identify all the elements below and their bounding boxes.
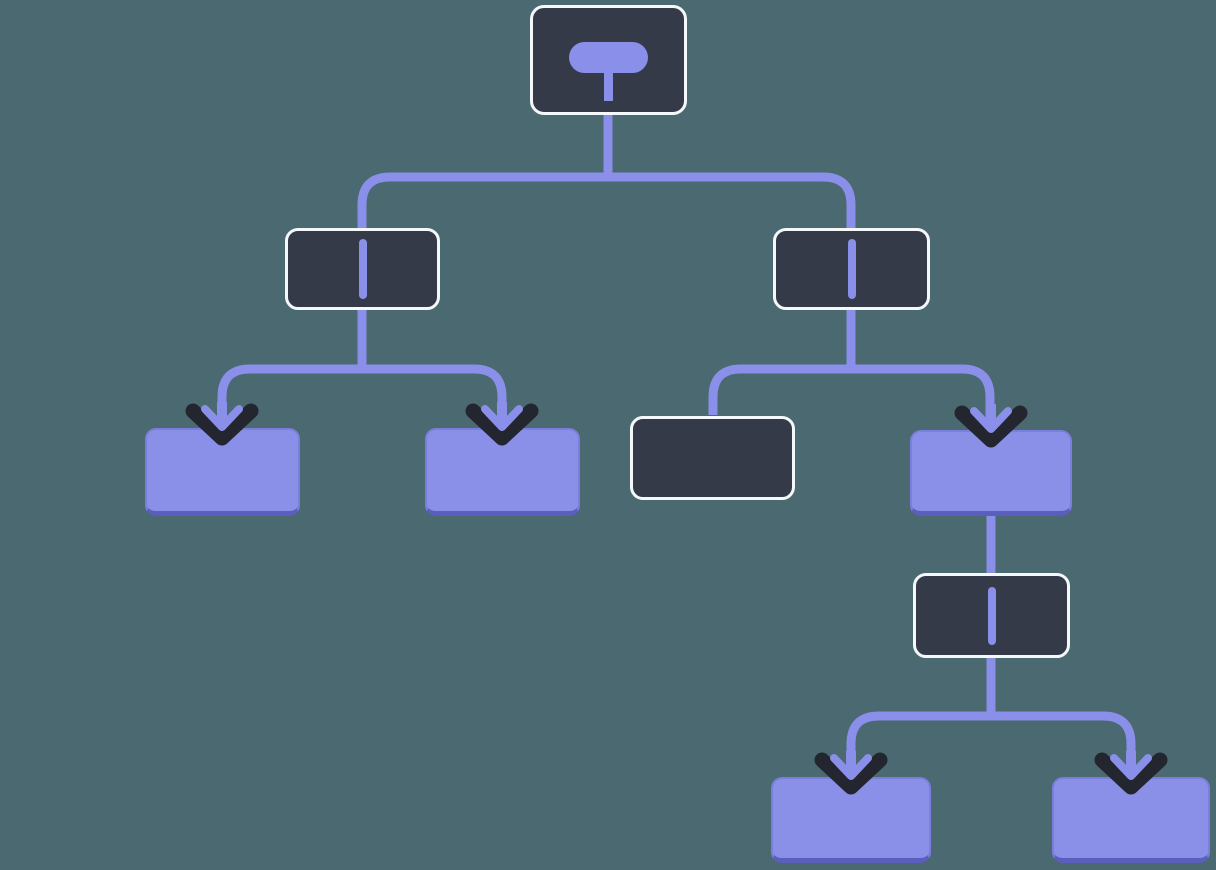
node-leaf-a[interactable] xyxy=(145,428,300,516)
node-root[interactable] xyxy=(530,5,687,115)
node-branch-bottom[interactable] xyxy=(913,573,1070,658)
edge-bus-left xyxy=(217,364,507,427)
vertical-bar-icon xyxy=(776,231,927,307)
root-pill-shape xyxy=(569,42,648,73)
root-pill-stem xyxy=(604,73,613,101)
node-plain[interactable] xyxy=(630,416,795,500)
node-leaf-e[interactable] xyxy=(1052,777,1210,863)
edge-bus-right xyxy=(708,364,995,428)
node-branch-left[interactable] xyxy=(285,228,440,310)
node-leaf-c[interactable] xyxy=(910,430,1072,516)
edge-bus-bottom xyxy=(846,711,1136,775)
node-leaf-d[interactable] xyxy=(771,777,931,863)
node-branch-right[interactable] xyxy=(773,228,930,310)
vertical-bar-icon xyxy=(288,231,437,307)
root-pill-icon xyxy=(533,8,684,112)
edge-bus-level1 xyxy=(357,172,856,231)
node-leaf-b[interactable] xyxy=(425,428,580,516)
vertical-bar-icon xyxy=(916,576,1067,655)
